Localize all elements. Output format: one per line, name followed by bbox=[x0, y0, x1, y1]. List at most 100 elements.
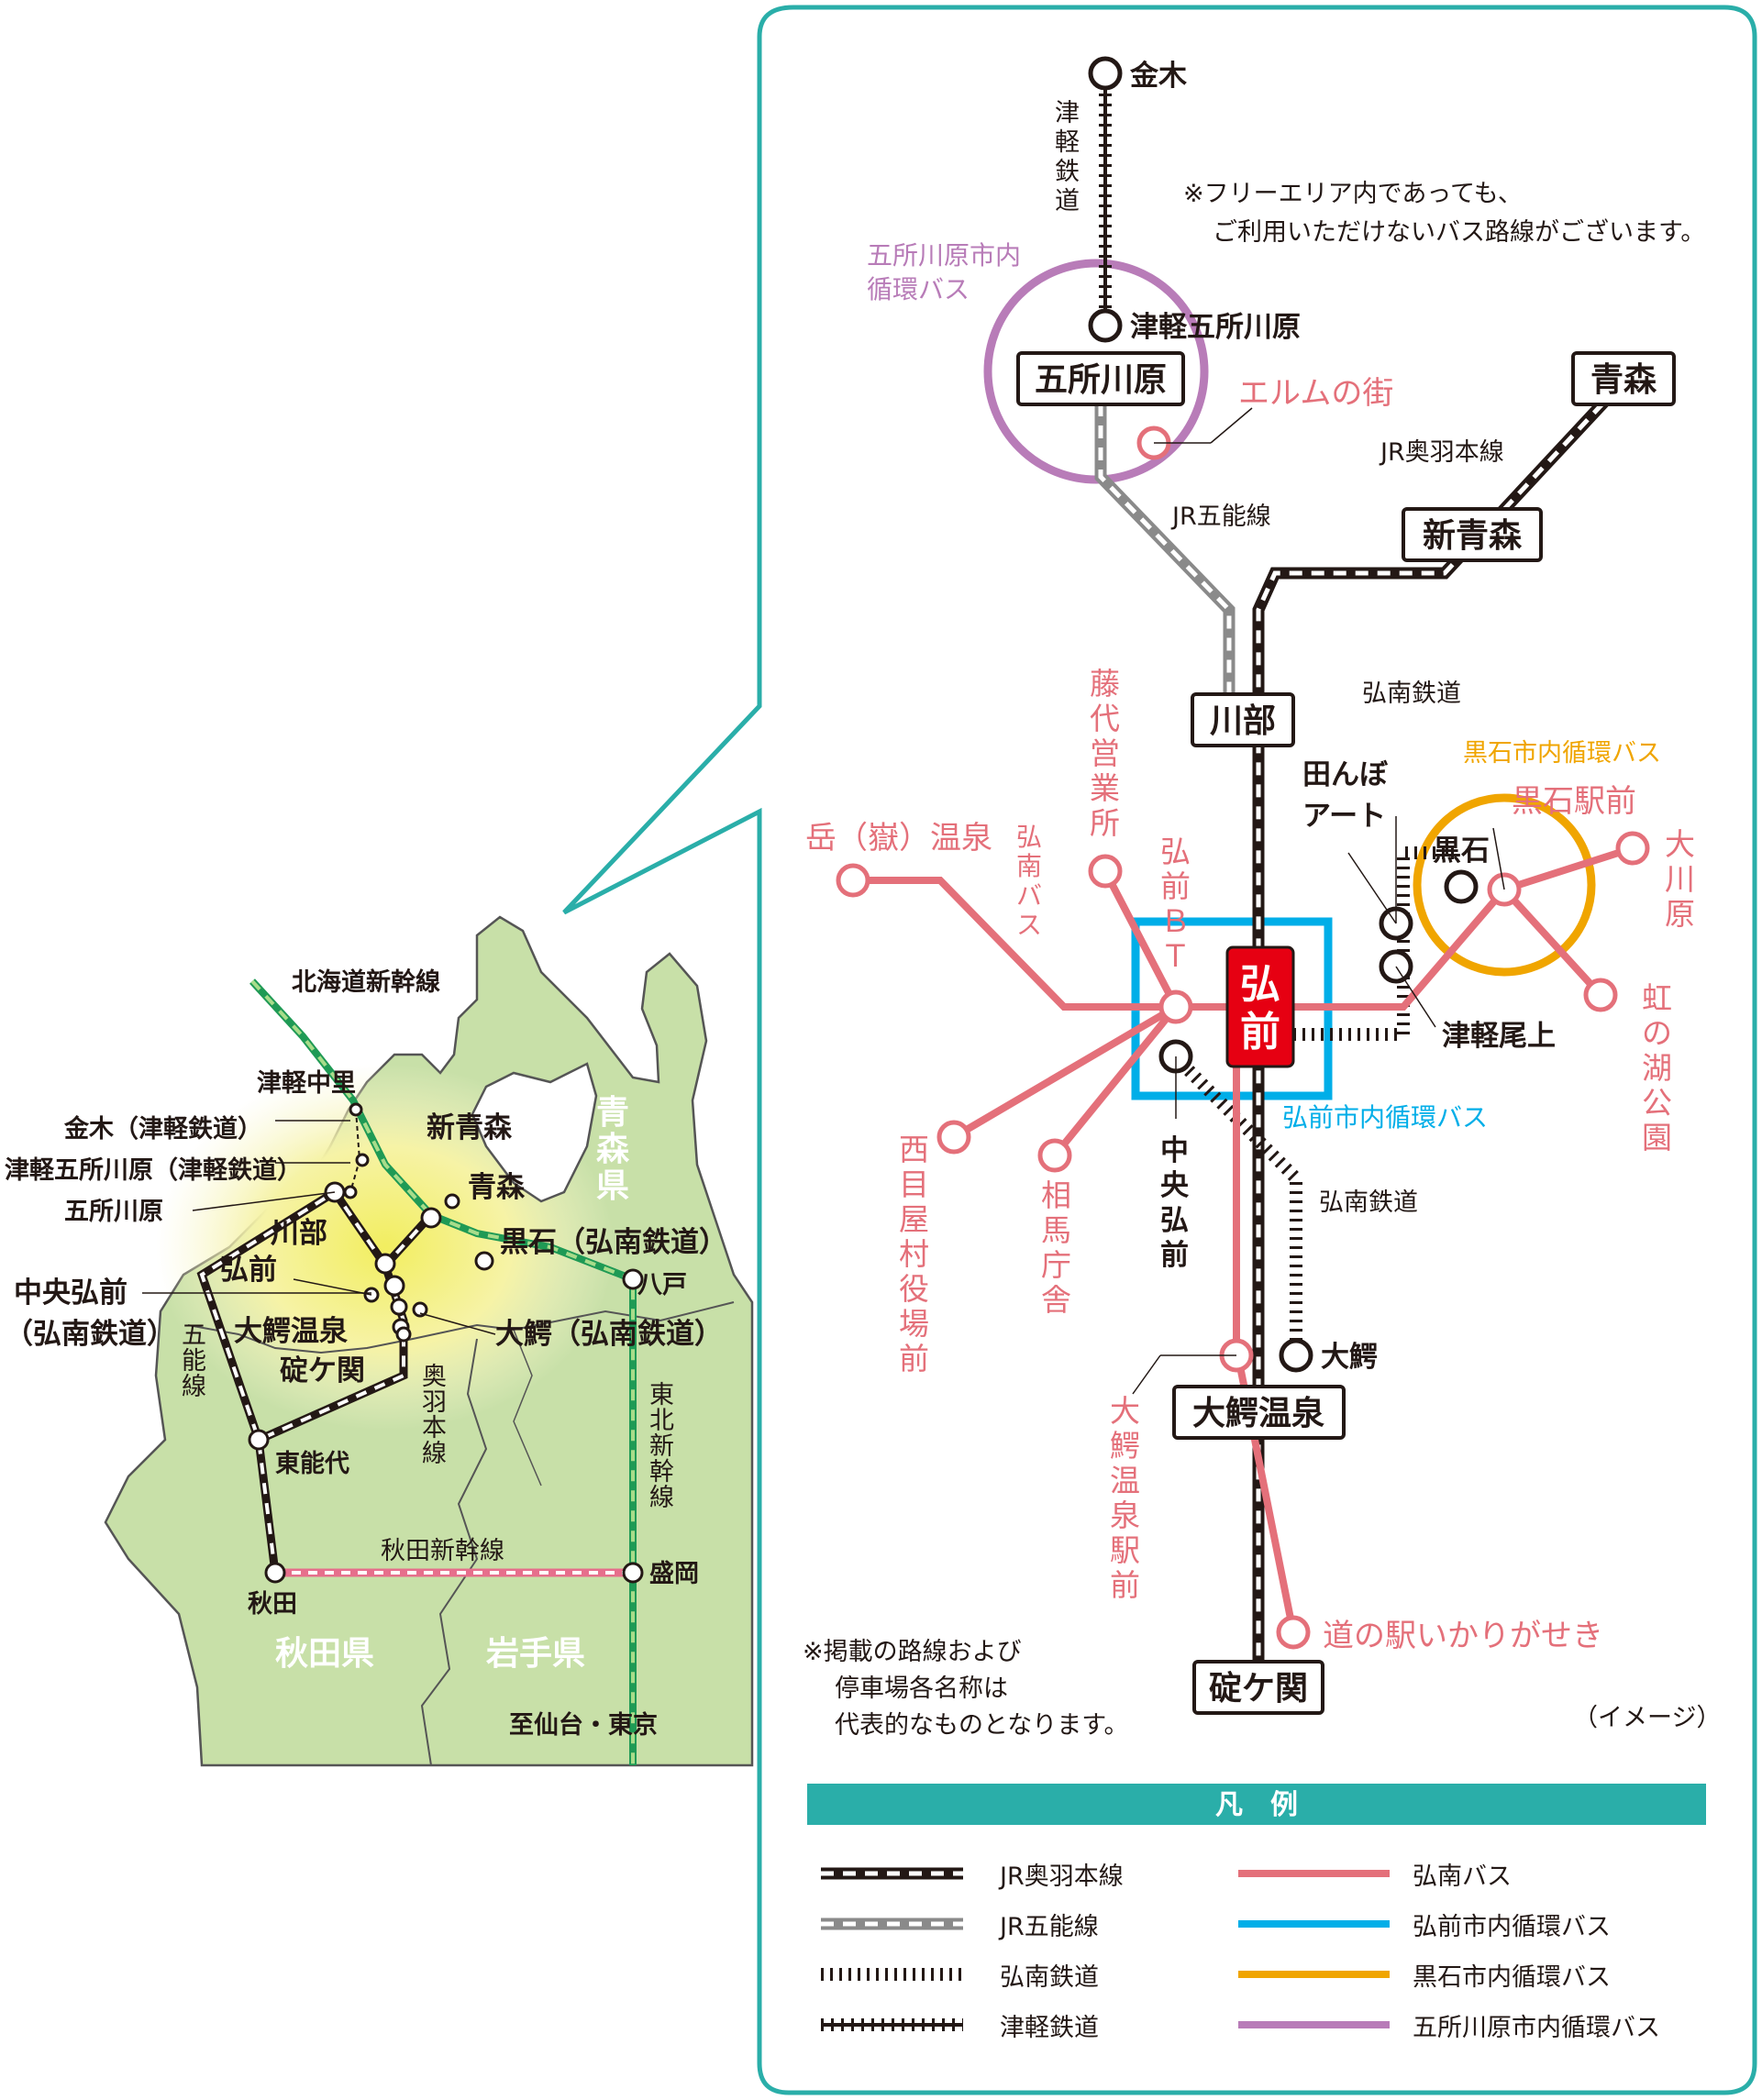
kuroishi-loop-bus bbox=[1413, 793, 1596, 977]
note-top-1: ※フリーエリア内であっても、 bbox=[1183, 180, 1523, 208]
busstop-hirosaki-bt-marker bbox=[1158, 989, 1193, 1024]
pref-border-akita-iwate bbox=[420, 1338, 488, 1766]
label-jr-ou: JR奥羽本線 bbox=[1379, 438, 1504, 467]
busstop-niji-marker bbox=[1583, 978, 1618, 1012]
busstop-okawara-marker bbox=[1615, 831, 1650, 866]
svg-text:弘: 弘 bbox=[1160, 1204, 1189, 1237]
svg-text:青: 青 bbox=[596, 1094, 629, 1132]
label-tanbo-art-2: アート bbox=[1302, 800, 1386, 833]
svg-text:屋: 屋 bbox=[899, 1201, 929, 1237]
mini-station-ikarigaseki bbox=[395, 1326, 412, 1343]
svg-text:温: 温 bbox=[1110, 1463, 1140, 1498]
note-top-2: ご利用いただけないバス路線がございます。 bbox=[1213, 218, 1705, 247]
svg-text:馬: 馬 bbox=[1041, 1212, 1071, 1248]
mini-label-hachinohe: 八戸 bbox=[637, 1271, 687, 1299]
svg-text:泉: 泉 bbox=[1110, 1498, 1140, 1533]
svg-text:駅: 駅 bbox=[1110, 1532, 1140, 1568]
mini-station-akita bbox=[264, 1562, 286, 1584]
legend-label-kuroishi-loop: 黒石市内循環バス bbox=[1413, 1963, 1611, 1992]
label-michinoeki: 道の駅いかりがせき bbox=[1323, 1618, 1603, 1654]
mini-label-akita: 秋田 bbox=[248, 1590, 297, 1619]
label-dake-onsen: 岳（嶽）温泉 bbox=[805, 820, 992, 857]
mini-label-kanagi: 金木（津軽鉄道） bbox=[63, 1114, 262, 1144]
station-box-shin-aomori bbox=[1402, 507, 1543, 562]
mini-label-owani: 大鰐（弘南鉄道） bbox=[495, 1318, 723, 1351]
mini-label-akita-pref: 秋田県 bbox=[275, 1635, 374, 1673]
svg-text:線: 線 bbox=[649, 1484, 674, 1512]
legend-label-jr-gono: JR五能線 bbox=[998, 1913, 1099, 1941]
svg-text:央: 央 bbox=[1160, 1169, 1190, 1202]
station-aomori: 青森 bbox=[1590, 361, 1657, 399]
svg-text:川: 川 bbox=[1665, 861, 1695, 897]
label-goshogawara-loop-1: 五所川原市内 bbox=[867, 240, 1021, 271]
legend-header bbox=[807, 1784, 1706, 1825]
svg-text:北: 北 bbox=[649, 1407, 674, 1435]
svg-text:場: 場 bbox=[899, 1306, 929, 1342]
label-kuroishi: 黒石 bbox=[1433, 834, 1490, 868]
svg-text:新: 新 bbox=[649, 1432, 674, 1461]
mini-station-kawabe bbox=[374, 1253, 396, 1275]
station-box-goshogawara bbox=[1016, 351, 1185, 406]
konan-railway-owani bbox=[1171, 1053, 1302, 1343]
label-chuo-hirosaki: 中 央 弘 前 bbox=[1160, 1134, 1190, 1272]
svg-text:東: 東 bbox=[649, 1381, 674, 1409]
busstop-michinoeki-marker bbox=[1276, 1615, 1311, 1650]
svg-text:本: 本 bbox=[422, 1414, 447, 1442]
svg-text:舎: 舎 bbox=[1041, 1282, 1071, 1318]
mini-label-to-sendai-tokyo: 至仙台・東京 bbox=[509, 1710, 658, 1740]
station-goshogawara: 五所川原 bbox=[1035, 361, 1167, 399]
mini-label-chuo-hirosaki-2: （弘南鉄道） bbox=[5, 1318, 175, 1351]
pref-border-aomori bbox=[187, 1301, 735, 1354]
busstop-fujishiro-marker bbox=[1088, 854, 1123, 889]
svg-text:虹: 虹 bbox=[1642, 980, 1672, 1016]
svg-text:業: 業 bbox=[1090, 770, 1120, 806]
svg-text:Ｂ: Ｂ bbox=[1160, 903, 1191, 939]
mini-label-chuo-hirosaki-1: 中央弘前 bbox=[14, 1277, 127, 1310]
svg-text:弘: 弘 bbox=[1016, 822, 1042, 852]
mini-label-hokkaido-shinkansen: 北海道新幹線 bbox=[292, 967, 440, 997]
svg-text:前: 前 bbox=[1160, 868, 1191, 904]
label-tsugaru-onoe: 津軽尾上 bbox=[1442, 1020, 1556, 1053]
detail-map: 五所川原 青森 新青森 川部 大鰐温泉 碇ケ関 弘 前 bbox=[803, 56, 1721, 1740]
mini-label-tsugaru-goshogawara: 津軽五所川原（津軽鉄道） bbox=[5, 1155, 302, 1185]
svg-text:中: 中 bbox=[1160, 1134, 1189, 1167]
svg-text:原: 原 bbox=[1665, 896, 1695, 932]
svg-text:鉄: 鉄 bbox=[1055, 158, 1080, 186]
station-hirosaki-2: 前 bbox=[1240, 1009, 1280, 1056]
svg-text:能: 能 bbox=[182, 1347, 206, 1376]
label-niji: 虹 の 湖 公 園 bbox=[1642, 980, 1672, 1155]
mini-station-higashi-noshiro bbox=[248, 1429, 270, 1451]
svg-text:代: 代 bbox=[1090, 701, 1120, 736]
label-kuroishi-loop: 黒石市内循環バス bbox=[1463, 739, 1661, 768]
svg-text:道: 道 bbox=[1055, 187, 1080, 216]
mini-station-tsugaru-nakasato bbox=[349, 1102, 363, 1117]
legend-label-jr-ou: JR奥羽本線 bbox=[998, 1862, 1124, 1891]
mini-label-gono-line: 五 能 線 bbox=[182, 1321, 206, 1401]
label-kanagi: 金木 bbox=[1129, 60, 1187, 93]
note-bottom-2: 停車場各名称は bbox=[835, 1674, 1008, 1703]
svg-text:Ｔ: Ｔ bbox=[1160, 938, 1191, 974]
station-kanagi-marker bbox=[1088, 56, 1123, 91]
mini-station-aomori bbox=[444, 1193, 460, 1210]
station-box-kawabe bbox=[1191, 692, 1295, 747]
legend-label-konan-bus: 弘南バス bbox=[1413, 1862, 1512, 1891]
label-okawara: 大 川 原 bbox=[1665, 826, 1695, 932]
svg-text:鰐: 鰐 bbox=[1110, 1428, 1140, 1464]
svg-text:大: 大 bbox=[1110, 1393, 1140, 1429]
station-box-hirosaki bbox=[1225, 945, 1295, 1068]
legend-label-hirosaki-loop: 弘前市内循環バス bbox=[1413, 1913, 1611, 1941]
svg-text:相: 相 bbox=[1041, 1177, 1071, 1213]
mini-label-shin-aomori: 新青森 bbox=[427, 1111, 513, 1144]
svg-text:村: 村 bbox=[899, 1236, 929, 1272]
mini-label-aomori: 青森 bbox=[468, 1171, 526, 1204]
busstop-nishimeya-marker bbox=[936, 1120, 971, 1155]
svg-text:幹: 幹 bbox=[649, 1458, 674, 1487]
mini-label-kuroishi: 黒石（弘南鉄道） bbox=[500, 1226, 727, 1259]
svg-text:公: 公 bbox=[1642, 1085, 1672, 1121]
svg-text:線: 線 bbox=[182, 1373, 206, 1401]
svg-text:県: 県 bbox=[596, 1167, 629, 1205]
svg-text:園: 園 bbox=[1642, 1120, 1672, 1155]
station-owani-marker bbox=[1279, 1338, 1313, 1373]
svg-text:五: 五 bbox=[182, 1321, 206, 1350]
label-nishimeya: 西 目 屋 村 役 場 前 bbox=[899, 1132, 929, 1376]
